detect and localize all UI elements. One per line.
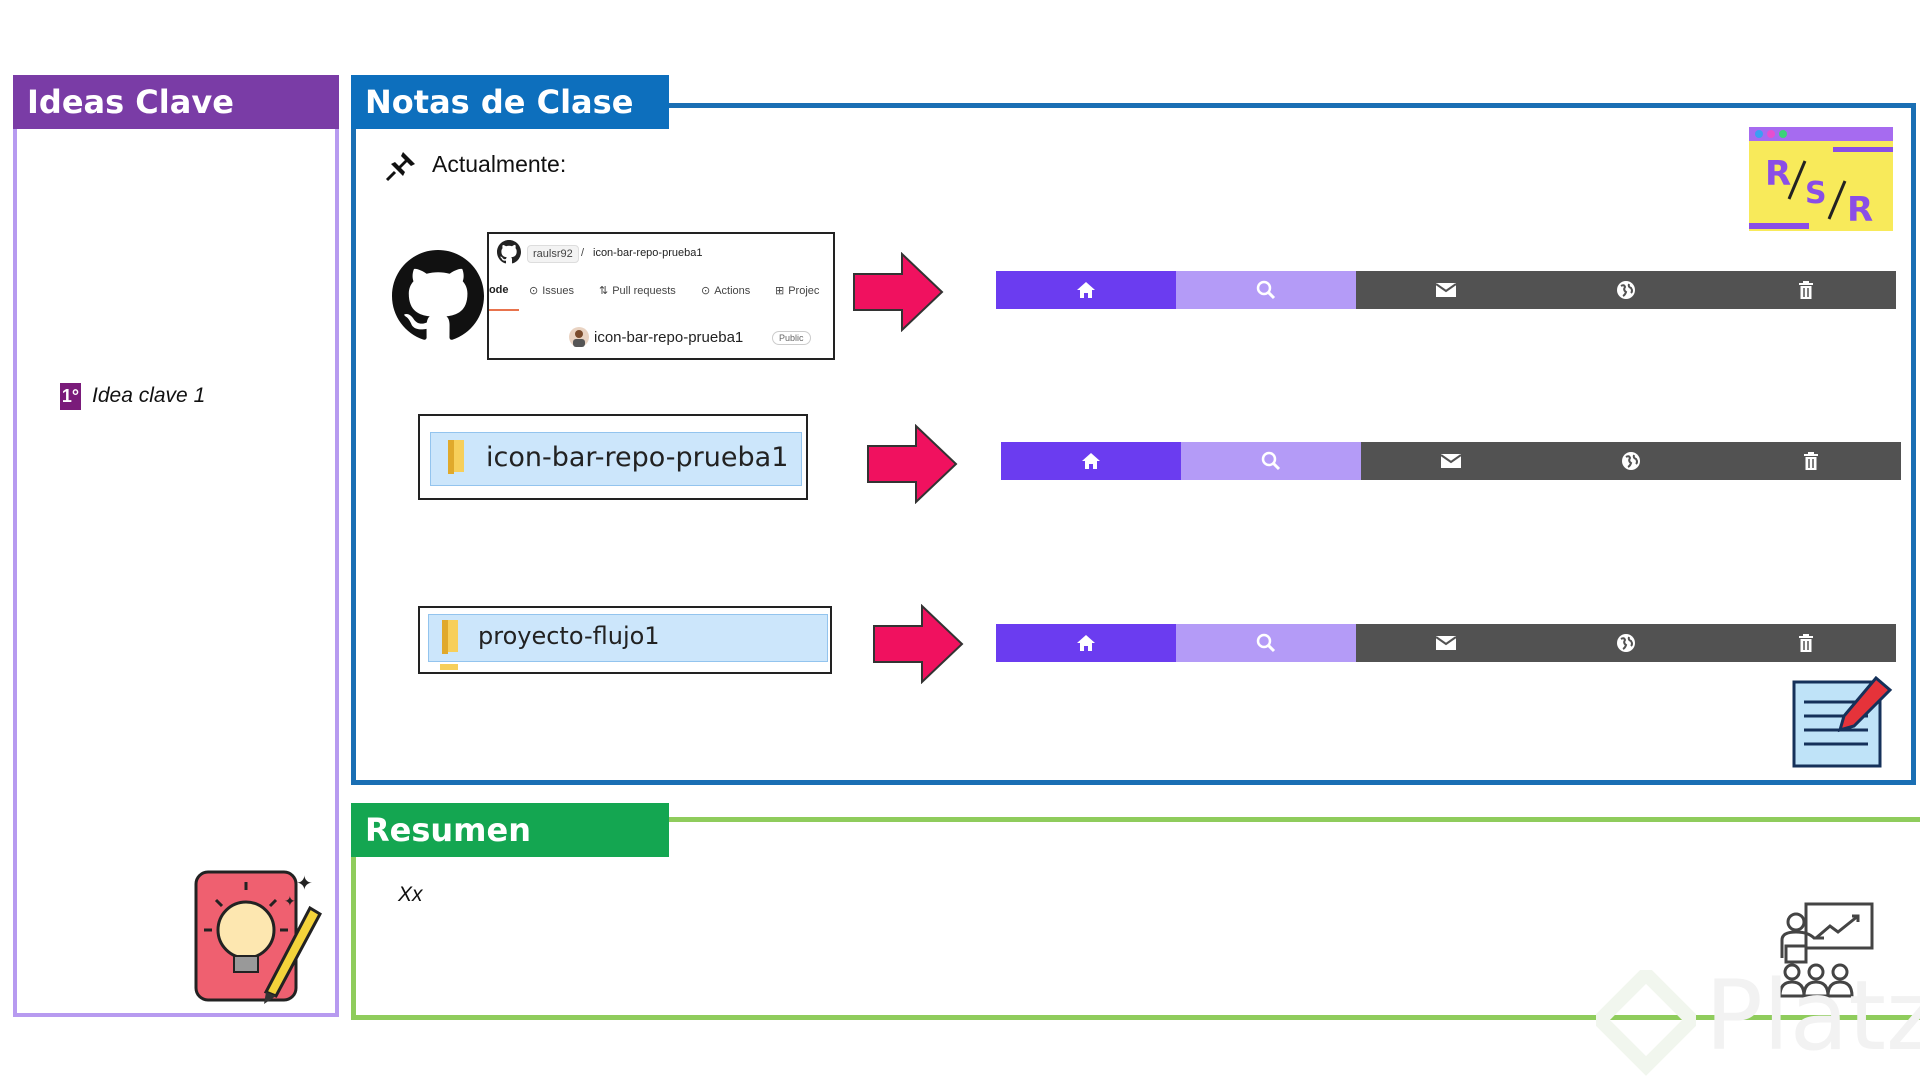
icon-bar-3 bbox=[996, 624, 1896, 662]
bar-home-button[interactable] bbox=[996, 271, 1176, 309]
gh-active-tab-underline bbox=[489, 309, 519, 311]
folder-box-2: proyecto-flujo1 bbox=[418, 606, 832, 674]
summary-text: Xx bbox=[398, 883, 423, 906]
gh-tab-code-label: Code bbox=[488, 284, 509, 296]
arrow-right-icon bbox=[853, 252, 944, 332]
icon-bar-1 bbox=[996, 271, 1896, 309]
svg-text:✦: ✦ bbox=[284, 894, 296, 910]
github-logo-icon bbox=[392, 250, 484, 340]
gh-owner-link[interactable]: raulsr92 bbox=[527, 245, 579, 263]
watermark-text: Platzi bbox=[1705, 960, 1920, 1072]
projects-icon: ⊞ bbox=[775, 285, 785, 297]
trash-icon bbox=[1799, 634, 1813, 652]
pull-request-icon: ⇅ bbox=[599, 285, 609, 297]
envelope-icon bbox=[1435, 636, 1457, 650]
bar-search-button[interactable] bbox=[1176, 271, 1356, 309]
ideas-clave-panel bbox=[13, 129, 339, 1017]
folder-icon bbox=[448, 440, 464, 474]
globe-icon bbox=[1622, 452, 1640, 470]
search-icon bbox=[1256, 633, 1276, 653]
bar-envelope-button[interactable] bbox=[1361, 442, 1541, 480]
gh-repo-title[interactable]: icon-bar-repo-prueba1 bbox=[594, 329, 744, 346]
folder-icon bbox=[442, 620, 458, 654]
bar-trash-button[interactable] bbox=[1716, 271, 1896, 309]
bar-home-button[interactable] bbox=[996, 624, 1176, 662]
bar-globe-button[interactable] bbox=[1536, 624, 1716, 662]
gh-tab-actions-label: Actions bbox=[714, 284, 751, 297]
folder-partial-icon bbox=[440, 664, 458, 670]
rsr-letter-r1: R bbox=[1765, 154, 1791, 194]
bar-home-button[interactable] bbox=[1001, 442, 1181, 480]
gh-tab-actions[interactable]: ⊙ Actions bbox=[701, 284, 751, 298]
github-repo-card: raulsr92 / icon-bar-repo-prueba1 Code ⊙ … bbox=[487, 232, 835, 360]
gh-tab-pull-requests-label: Pull requests bbox=[612, 284, 676, 297]
bar-search-button[interactable] bbox=[1176, 624, 1356, 662]
globe-icon bbox=[1617, 281, 1635, 299]
gh-path-separator: / bbox=[581, 247, 585, 259]
rsr-letter-r2: R bbox=[1847, 190, 1873, 230]
bar-trash-button[interactable] bbox=[1716, 624, 1896, 662]
arrow-right-icon bbox=[873, 604, 964, 684]
gh-tab-issues-label: Issues bbox=[542, 284, 575, 297]
github-small-icon bbox=[497, 240, 521, 264]
envelope-icon bbox=[1435, 283, 1457, 297]
idea-number-badge: 1° bbox=[60, 383, 81, 410]
gh-tab-pull-requests[interactable]: ⇅ Pull requests bbox=[599, 284, 676, 298]
bar-envelope-button[interactable] bbox=[1356, 271, 1536, 309]
presentation-audience-icon bbox=[1778, 902, 1874, 998]
home-icon bbox=[1082, 453, 1100, 469]
notepad-pencil-icon bbox=[1792, 676, 1893, 768]
idea-item-1: Idea clave 1 bbox=[92, 384, 206, 407]
gh-tab-issues[interactable]: ⊙ Issues bbox=[529, 284, 575, 298]
actions-icon: ⊙ bbox=[701, 285, 711, 297]
gh-tab-code[interactable]: Code bbox=[488, 284, 509, 296]
avatar bbox=[569, 327, 589, 347]
ideas-clave-header: Ideas Clave bbox=[13, 75, 339, 129]
visibility-badge: Public bbox=[772, 331, 811, 345]
gh-tab-projects[interactable]: ⊞ Projec bbox=[775, 284, 820, 298]
trash-icon bbox=[1804, 452, 1818, 470]
rsr-logo-icon: R S R bbox=[1749, 127, 1893, 231]
folder-name-2: proyecto-flujo1 bbox=[478, 622, 660, 650]
globe-icon bbox=[1617, 634, 1635, 652]
notes-intro-text: Actualmente: bbox=[432, 151, 567, 177]
gh-tab-projects-label: Projec bbox=[788, 284, 820, 297]
bar-globe-button[interactable] bbox=[1541, 442, 1721, 480]
gh-repo-link[interactable]: icon-bar-repo-prueba1 bbox=[593, 247, 703, 259]
pushpin-icon bbox=[385, 152, 415, 182]
svg-text:✦: ✦ bbox=[296, 871, 313, 895]
rsr-letter-s: S bbox=[1805, 176, 1827, 211]
bar-envelope-button[interactable] bbox=[1356, 624, 1536, 662]
resumen-header: Resumen bbox=[351, 803, 669, 857]
lightbulb-notebook-icon: ✦ ✦ bbox=[194, 870, 322, 1004]
platzi-logo-icon bbox=[1596, 970, 1696, 1076]
arrow-right-icon bbox=[867, 424, 958, 504]
bar-globe-button[interactable] bbox=[1536, 271, 1716, 309]
trash-icon bbox=[1799, 281, 1813, 299]
folder-name-1: icon-bar-repo-prueba1 bbox=[486, 442, 789, 473]
search-icon bbox=[1256, 280, 1276, 300]
notas-de-clase-header: Notas de Clase bbox=[351, 75, 669, 129]
home-icon bbox=[1077, 635, 1095, 651]
resumen-panel bbox=[351, 817, 1920, 1020]
bar-search-button[interactable] bbox=[1181, 442, 1361, 480]
issues-icon: ⊙ bbox=[529, 285, 539, 297]
notas-de-clase-panel bbox=[351, 103, 1916, 785]
home-icon bbox=[1077, 282, 1095, 298]
icon-bar-2 bbox=[1001, 442, 1901, 480]
folder-box-1: icon-bar-repo-prueba1 bbox=[418, 414, 808, 500]
folder-row-2[interactable] bbox=[428, 614, 828, 662]
bar-trash-button[interactable] bbox=[1721, 442, 1901, 480]
search-icon bbox=[1261, 451, 1281, 471]
folder-row-1[interactable] bbox=[430, 432, 802, 486]
envelope-icon bbox=[1440, 454, 1462, 468]
